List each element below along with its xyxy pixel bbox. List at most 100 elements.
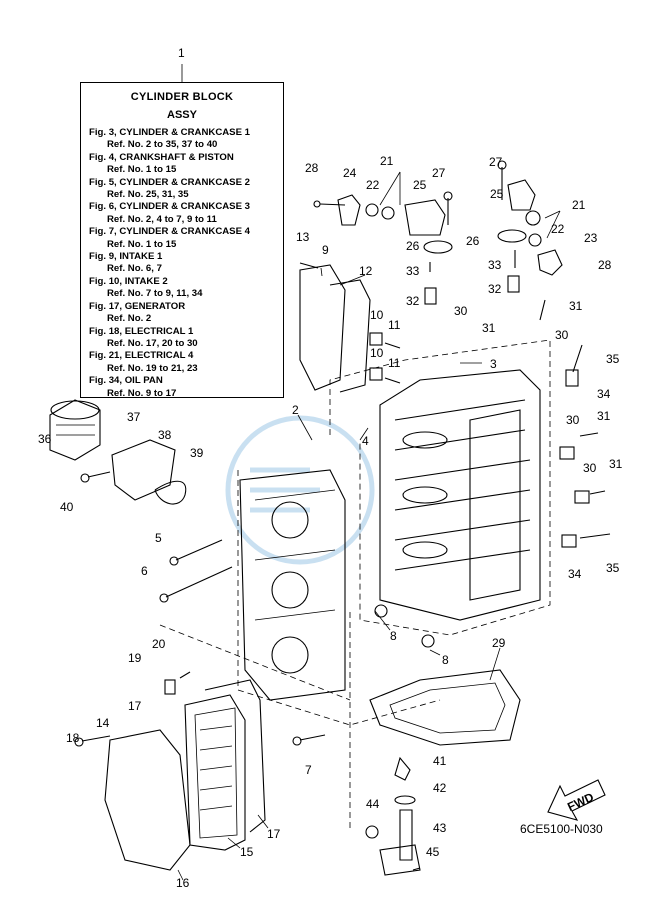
callout-25a: 25 xyxy=(413,178,427,192)
callout-21b: 21 xyxy=(572,198,586,212)
callout-8b: 8 xyxy=(442,653,449,667)
ref-line: Ref. No. 19 to 21, 23 xyxy=(107,362,198,374)
callout-27b: 27 xyxy=(489,155,503,169)
fig-line: Fig. 7, CYLINDER & CRANKCASE 4 xyxy=(89,226,250,238)
ref-line: Ref. No. 1 to 15 xyxy=(107,164,177,176)
callout-31d: 31 xyxy=(609,457,623,471)
thermostat-parts xyxy=(337,179,563,276)
callout-43: 43 xyxy=(433,821,447,835)
callout-36: 36 xyxy=(38,432,52,446)
callout-22a: 22 xyxy=(366,178,380,192)
callout-24: 24 xyxy=(343,166,357,180)
callout-38: 38 xyxy=(158,428,172,442)
callout-11a: 11 xyxy=(388,318,401,332)
callout-28a: 28 xyxy=(305,161,319,175)
callout-8a: 8 xyxy=(390,629,397,643)
callout-44: 44 xyxy=(366,797,380,811)
callout-17a: 17 xyxy=(128,699,142,713)
callout-30a: 30 xyxy=(454,304,468,318)
callout-14: 14 xyxy=(96,716,110,730)
fig-line: Fig. 4, CRANKSHAFT & PISTON xyxy=(89,151,234,163)
callout-12: 12 xyxy=(359,264,373,278)
callout-23: 23 xyxy=(584,231,598,245)
callout-10a: 10 xyxy=(370,308,384,322)
callout-17b: 17 xyxy=(267,827,281,841)
ref-line: Ref. No. 2 xyxy=(107,313,152,325)
callout-7: 7 xyxy=(305,763,312,777)
callout-18: 18 xyxy=(66,731,80,745)
callout-35b: 35 xyxy=(606,561,620,575)
callout-19: 19 xyxy=(128,651,142,665)
drawing-code: 6CE5100-N030 xyxy=(520,822,603,836)
box-heading: CYLINDER BLOCK xyxy=(130,91,234,103)
fwd-arrow-icon: FWD xyxy=(547,779,606,821)
callout-11b: 11 xyxy=(388,356,401,370)
fig-line: Fig. 34, OIL PAN xyxy=(89,375,163,387)
callout-26a: 26 xyxy=(406,239,420,253)
callout-45: 45 xyxy=(426,845,440,859)
oil-filter xyxy=(49,399,101,461)
callout-30d: 30 xyxy=(583,461,597,475)
oil-pan-gasket xyxy=(369,669,521,746)
ref-line: Ref. No. 9 to 17 xyxy=(107,387,177,399)
callout-32b: 32 xyxy=(488,282,502,296)
watermark-logo xyxy=(225,415,375,565)
callout-30c: 30 xyxy=(566,413,580,427)
callout-27a: 27 xyxy=(432,166,446,180)
cylinder-block-assy xyxy=(379,369,541,621)
callout-29: 29 xyxy=(492,636,506,650)
ref-line: Ref. No. 6, 7 xyxy=(107,263,162,275)
oil-pump-housing xyxy=(111,439,187,505)
ref-line: Ref. No. 1 to 15 xyxy=(107,238,177,250)
fig-line: Fig. 9, INTAKE 1 xyxy=(89,251,163,263)
callout-31b: 31 xyxy=(569,299,583,313)
callout-4: 4 xyxy=(362,434,369,448)
callout-20: 20 xyxy=(152,637,166,651)
head-cover xyxy=(299,264,371,393)
callout-33a: 33 xyxy=(406,264,420,278)
callout-39: 39 xyxy=(190,446,204,460)
callout-31c: 31 xyxy=(597,409,611,423)
callout-37: 37 xyxy=(127,410,141,424)
callout-42: 42 xyxy=(433,781,447,795)
box-subheading: ASSY xyxy=(167,109,197,121)
ref-line: Ref. No. 25, 31, 35 xyxy=(107,189,189,201)
callout-21a: 21 xyxy=(380,154,394,168)
callout-34b: 34 xyxy=(568,567,582,581)
callout-2: 2 xyxy=(292,403,299,417)
callout-40: 40 xyxy=(60,500,74,514)
assembly-reference-box: CYLINDER BLOCK ASSY Fig. 3, CYLINDER & C… xyxy=(80,82,284,399)
crankcase xyxy=(239,469,346,701)
callout-15: 15 xyxy=(240,845,254,859)
fig-line: Fig. 18, ELECTRICAL 1 xyxy=(89,325,194,337)
callout-9: 9 xyxy=(322,243,329,257)
callout-10b: 10 xyxy=(370,346,384,360)
callout-34a: 34 xyxy=(597,387,611,401)
callout-16: 16 xyxy=(176,876,190,890)
cover-and-gaskets xyxy=(104,679,266,871)
fig-line: Fig. 5, CYLINDER & CRANKCASE 2 xyxy=(89,176,250,188)
callout-13: 13 xyxy=(296,230,310,244)
callout-25b: 25 xyxy=(490,187,504,201)
callout-33b: 33 xyxy=(488,258,502,272)
callout-41: 41 xyxy=(433,754,447,768)
leader-lines xyxy=(177,171,561,881)
bolts xyxy=(74,160,611,876)
ref-line: Ref. No. 7 to 9, 11, 34 xyxy=(107,288,203,300)
fig-line: Fig. 10, INTAKE 2 xyxy=(89,275,168,287)
callout-22b: 22 xyxy=(551,222,565,236)
callout-6: 6 xyxy=(141,564,148,578)
callout-32a: 32 xyxy=(406,294,420,308)
fig-line: Fig. 3, CYLINDER & CRANKCASE 1 xyxy=(89,127,250,138)
callout-26b: 26 xyxy=(466,234,480,248)
callout-31a: 31 xyxy=(482,321,496,335)
callout-28b: 28 xyxy=(598,258,612,272)
assembly-outline xyxy=(159,339,551,830)
ref-line: Ref. No. 17, 20 to 30 xyxy=(107,337,198,349)
callout-3: 3 xyxy=(490,357,497,371)
callout-30b: 30 xyxy=(555,328,569,342)
ref-line: Ref. No. 2, 4 to 7, 9 to 11 xyxy=(107,213,217,225)
ref-line: Ref. No. 2 to 35, 37 to 40 xyxy=(107,139,218,151)
fig-line: Fig. 17, GENERATOR xyxy=(89,300,186,312)
